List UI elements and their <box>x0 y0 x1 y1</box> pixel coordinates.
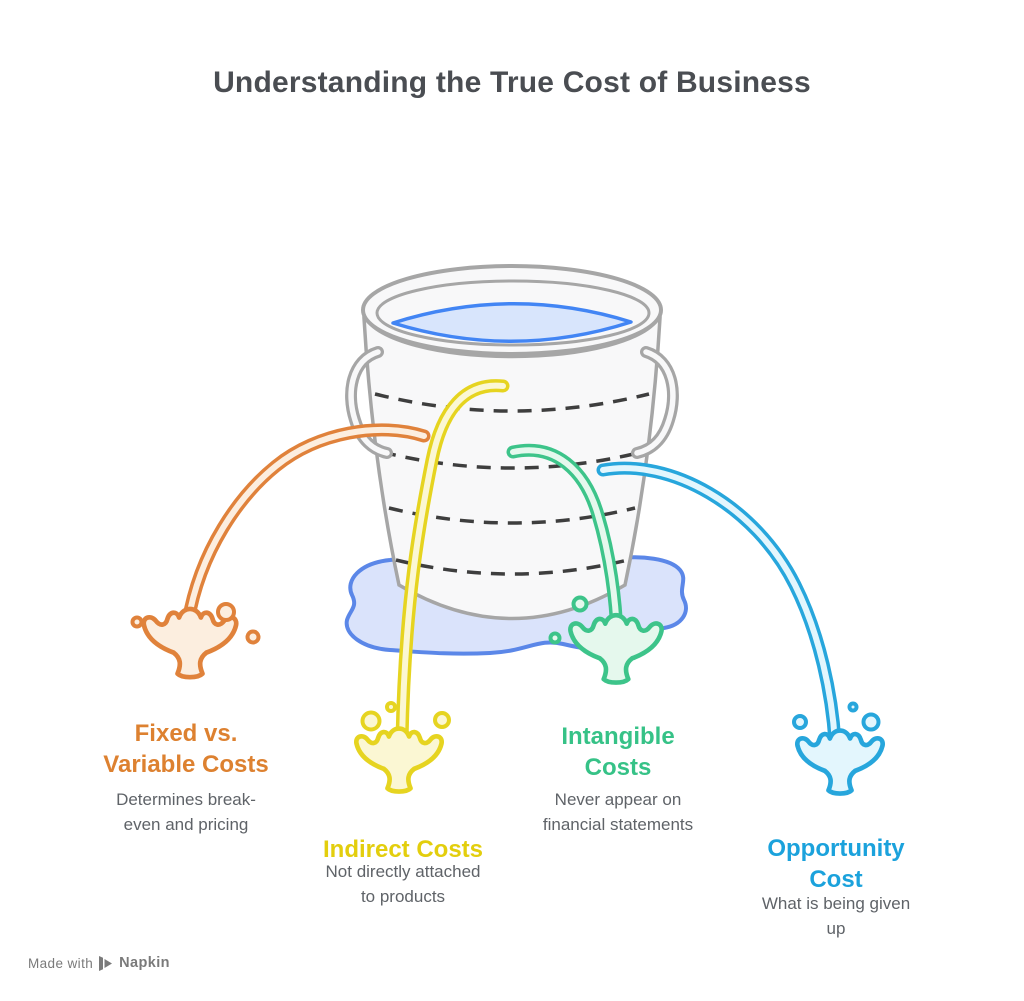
splash-indirect-costs <box>356 729 441 792</box>
bucket-rim-inner <box>375 279 651 347</box>
cost-title-fixed-variable: Fixed vs. Variable Costs <box>103 720 269 778</box>
cost-title-opportunity: Opportunity Cost <box>767 835 905 893</box>
cost-label-fixed-variable: Fixed vs. Variable Costs <box>56 700 316 798</box>
cost-desc-opportunity: What is being given up <box>761 894 911 938</box>
splash-opportunity-cost <box>797 731 882 794</box>
cost-label-opportunity: Opportunity Cost <box>706 815 966 913</box>
bucket-handle-right <box>631 346 679 459</box>
page-title: Understanding the True Cost of Business <box>213 66 811 99</box>
cost-label-intangible: Intangible Costs <box>488 703 748 801</box>
cost-title-indirect: Indirect Costs <box>322 836 484 863</box>
cost-title-intangible: Intangible Costs <box>561 723 675 781</box>
cost-label-indirect: Indirect Costs <box>273 816 533 883</box>
watermark-prefix: Made with <box>28 955 94 971</box>
watermark: Made with Napkin <box>28 955 170 971</box>
watermark-brand: Napkin <box>119 955 170 971</box>
water-surface-icon <box>391 302 633 343</box>
stream-indirect-costs <box>356 379 510 792</box>
stream-fixed-variable-costs <box>130 423 431 677</box>
stream-opportunity-cost <box>596 461 883 794</box>
cost-desc-intangible: Never appear on financial statements <box>542 790 694 834</box>
napkin-logo-icon <box>99 955 113 971</box>
cost-desc-fixed-variable: Determines break- even and pricing <box>116 790 256 834</box>
stream-intangible-costs <box>506 443 662 682</box>
bucket-handle-left <box>345 346 393 459</box>
cost-desc-indirect: Not directly attached to products <box>325 862 481 906</box>
